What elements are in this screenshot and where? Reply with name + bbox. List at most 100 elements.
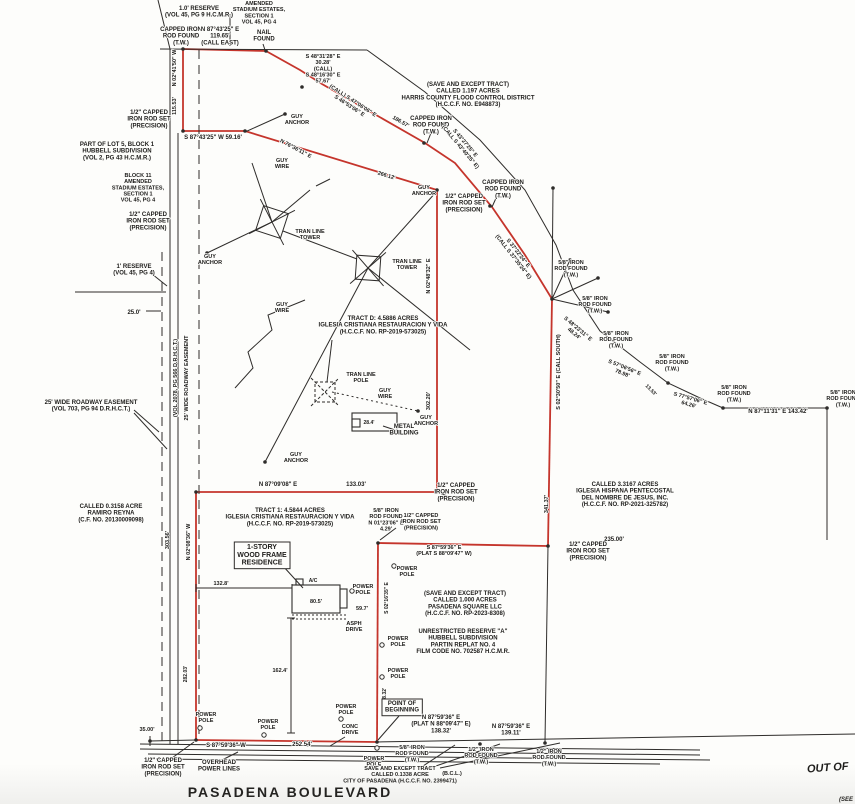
survey-label-line: IRON ROD SET: [401, 519, 441, 525]
survey-label: (CALL) S 47°06'06" ES 46°53'06" E: [325, 84, 378, 124]
survey-label-line: 1/2" IRON: [468, 747, 494, 753]
survey-line: [264, 267, 369, 463]
survey-label-line: TRAN LINE: [295, 229, 325, 235]
survey-label-line: (PRECISION): [129, 225, 166, 231]
survey-line: [376, 733, 855, 743]
survey-label-line: 1/2" CAPPED: [144, 758, 183, 764]
survey-label-line: TRAN LINE: [346, 372, 376, 378]
survey-label-line: POLE: [339, 710, 354, 716]
ac-unit: [295, 578, 304, 586]
survey-label-line: 59.7': [356, 606, 369, 612]
survey-line: [315, 178, 331, 187]
survey-monument-icon: [375, 740, 379, 744]
power-pole-icon: [379, 642, 385, 648]
survey-label-line: AMENDED: [245, 1, 273, 7]
survey-line: [133, 412, 168, 450]
survey-label-line: N 76°36'11" E: [279, 138, 313, 160]
survey-line: [133, 409, 160, 433]
survey-line: [329, 736, 346, 747]
tower-part: [349, 252, 387, 284]
survey-monument-icon: [550, 297, 554, 301]
survey-label-line: 266.12': [377, 171, 397, 182]
survey-label-line: 25' WIDE ROADWAY EASEMENT: [184, 335, 190, 421]
survey-line: [282, 565, 304, 589]
survey-label-line: 235.00': [604, 537, 624, 543]
survey-label-line: GUY: [418, 185, 430, 191]
survey-label-line: CAPPED IRON: [410, 116, 452, 122]
power-pole-icon: [391, 563, 397, 569]
survey-label-line: POLE: [354, 378, 369, 384]
survey-label-line: DRIVE: [346, 627, 363, 633]
survey-label-line: GUY: [276, 158, 288, 164]
tower-part: [314, 381, 336, 403]
survey-label-line: 302.20': [426, 391, 432, 410]
survey-label-line: 5/8" IRON: [582, 296, 608, 302]
survey-label-line: POLE: [356, 590, 371, 596]
survey-label-line: GUY: [204, 254, 216, 260]
survey-label: 133.03': [346, 482, 366, 488]
survey-label-line: 1/2" CAPPED: [404, 513, 439, 519]
survey-label-line: WOOD FRAME: [237, 552, 287, 559]
survey-label-line: ROD FOUND: [578, 302, 611, 308]
survey-label-line: 1.0' RESERVE: [179, 6, 219, 12]
survey-monument-icon: [243, 129, 247, 133]
survey-label-line: GUY: [276, 302, 288, 308]
survey-label-line: POWER LINES: [198, 767, 240, 773]
survey-label-line: SECTION 1: [123, 191, 152, 197]
survey-label-line: WIRE: [378, 394, 393, 400]
power-pole-icon: [197, 725, 203, 731]
survey-label-line: (H.C.C.F. NO. RP-2021-325782): [582, 502, 668, 508]
survey-label: 302.20': [426, 391, 432, 410]
survey-label-line: (PRECISION): [144, 771, 181, 777]
survey-monument-icon: [263, 460, 267, 464]
survey-label-line: POWER: [336, 704, 357, 710]
survey-label-line: (T.W.): [423, 129, 439, 135]
survey-label-line: TOWER: [397, 265, 417, 271]
survey-label-line: STADIUM ESTATES,: [233, 7, 286, 13]
survey-label: 28.4': [364, 420, 375, 426]
survey-label-line: VOL 45, PG 4: [121, 198, 156, 204]
survey-label-line: UNRESTRICTED RESERVE "A": [419, 629, 508, 635]
survey-label-line: BLOCK 11: [125, 173, 152, 179]
survey-line: [234, 299, 306, 389]
survey-monument-icon: [568, 258, 572, 262]
survey-label-line: 282.03': [183, 666, 189, 682]
survey-label-line: A/C: [309, 578, 318, 584]
survey-label: 1' RESERVE(VOL 45, PG 4): [113, 264, 155, 277]
survey-label-line: DRIVE: [342, 730, 359, 736]
survey-label: N 02°48'32" E: [426, 258, 432, 293]
survey-label-line: (CALL): [314, 66, 332, 72]
survey-label-line: POWER: [397, 566, 418, 572]
survey-label-line: POWER: [364, 756, 385, 762]
survey-label: (B.C.L.): [442, 771, 462, 777]
survey-label-line: IRON ROD SET: [126, 219, 170, 225]
survey-label-line: IGLESIA CRISTIANA RESTAURACION Y VIDA: [226, 515, 356, 521]
survey-label: N 87°59'36" E(PLAT N 88°09'47" E)138.32': [411, 715, 470, 734]
survey-label-line: 1/2" CAPPED: [437, 483, 476, 489]
survey-label: A/C: [309, 578, 318, 584]
survey-label-line: (T.W.): [405, 757, 420, 763]
survey-label: 186.57': [391, 115, 410, 130]
survey-label-line: ANCHOR: [414, 421, 438, 427]
survey-label-line: 5/8" IRON: [603, 331, 629, 337]
survey-label: (VOL 2078, PG 566 D.R.H.C.T.): [173, 339, 179, 417]
boundary-line: [377, 542, 549, 547]
survey-label-line: 13.53': [644, 383, 658, 397]
survey-label: 162.4': [272, 668, 288, 674]
survey-label-line: ANCHOR: [284, 458, 308, 464]
power-pole-icon: [374, 745, 380, 751]
